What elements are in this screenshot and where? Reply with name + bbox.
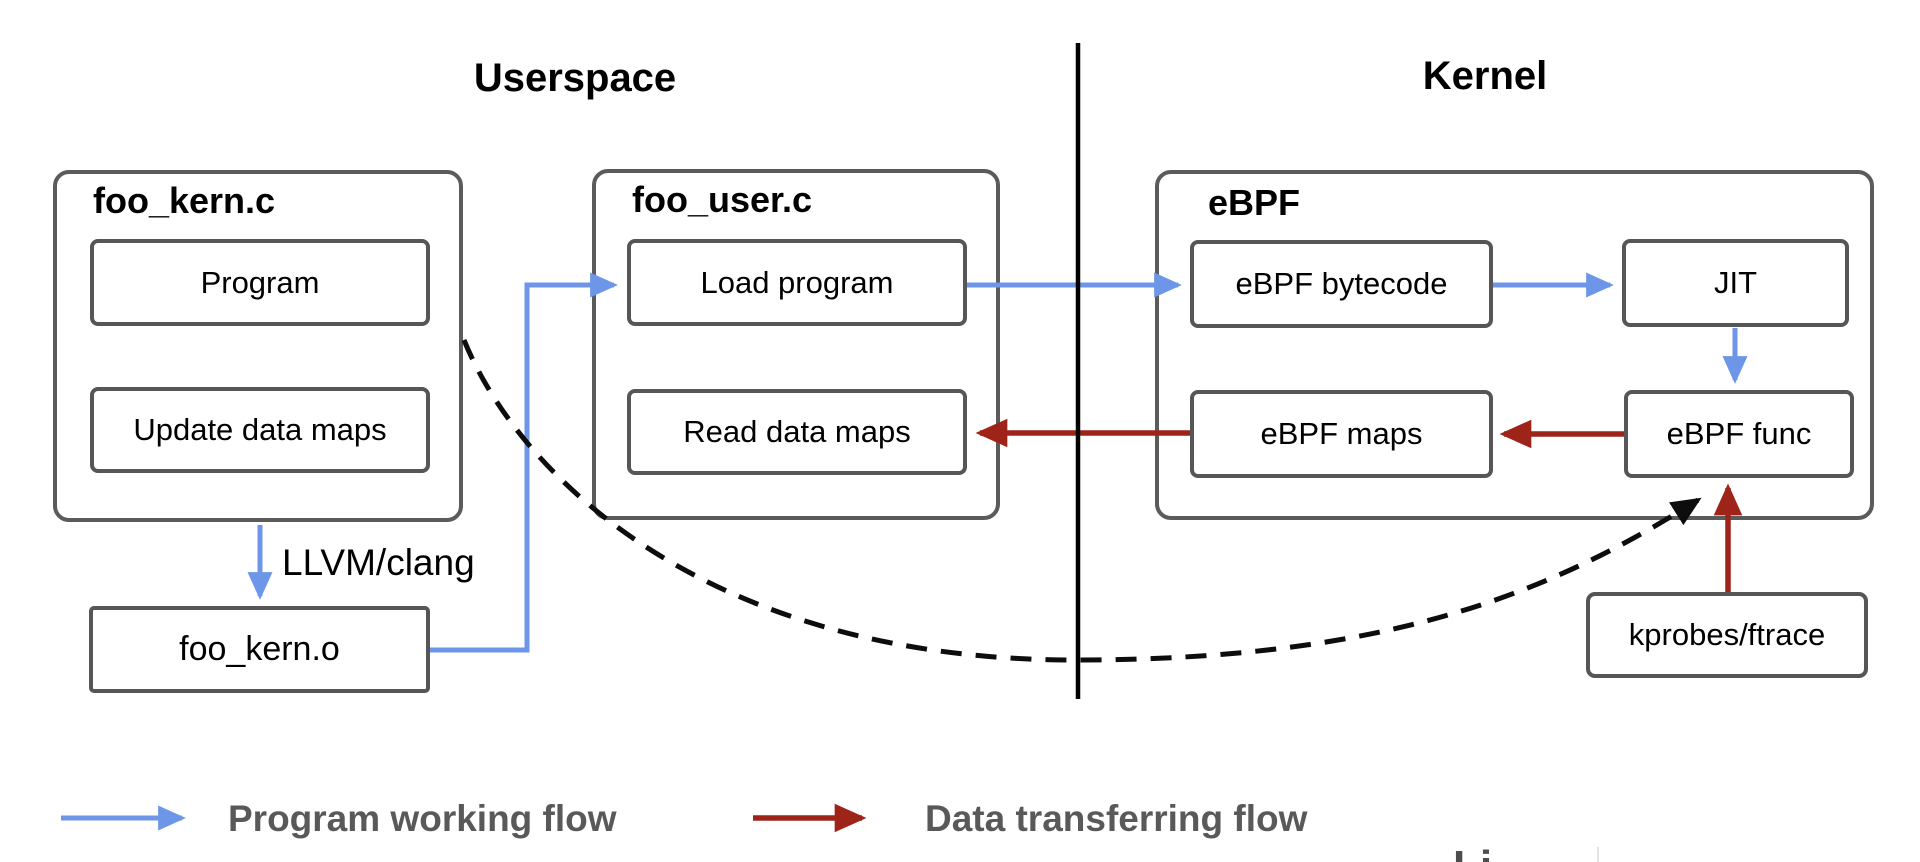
node-ebpf-maps-label: eBPF maps — [1260, 416, 1423, 451]
node-kprobes-ftrace-label: kprobes/ftrace — [1628, 617, 1826, 652]
node-jit: JIT — [1622, 239, 1849, 327]
node-ebpf-bytecode-label: eBPF bytecode — [1235, 266, 1448, 301]
group-ebpf: eBPF eBPF bytecode JIT eBPF maps eBPF fu… — [1155, 170, 1874, 520]
node-program-label: Program — [200, 264, 320, 300]
stray-faint-line — [1597, 847, 1599, 862]
cropped-watermark: Li — [1453, 845, 1573, 862]
node-ebpf-func-label: eBPF func — [1666, 416, 1812, 451]
group-foo-kern-c: foo_kern.c Program Update data maps — [53, 170, 463, 522]
node-foo-kern-o-label: foo_kern.o — [179, 630, 340, 668]
node-update-data-maps-label: Update data maps — [133, 412, 387, 447]
kernel-section-title: Kernel — [1422, 54, 1548, 98]
group-foo-kern-c-title: foo_kern.c — [93, 180, 276, 221]
cropped-watermark-text: Li — [1453, 845, 1573, 862]
node-ebpf-bytecode: eBPF bytecode — [1190, 240, 1493, 328]
node-load-program: Load program — [627, 239, 967, 326]
arrow-fookerno-to-load-program — [430, 272, 618, 653]
legend-program-flow-label: Program working flow — [228, 798, 617, 839]
node-load-program-label: Load program — [700, 264, 894, 300]
userspace-section-title: Userspace — [473, 56, 677, 100]
node-update-data-maps: Update data maps — [90, 387, 430, 473]
group-foo-user-c: foo_user.c Load program Read data maps — [592, 169, 1000, 520]
node-kprobes-ftrace: kprobes/ftrace — [1586, 592, 1868, 678]
group-foo-user-c-title: foo_user.c — [632, 179, 813, 220]
node-ebpf-maps: eBPF maps — [1190, 390, 1493, 478]
legend-data-flow-label: Data transferring flow — [925, 798, 1308, 839]
node-program: Program — [90, 239, 430, 326]
node-read-data-maps-label: Read data maps — [683, 414, 911, 449]
group-ebpf-title: eBPF — [1208, 182, 1301, 223]
node-foo-kern-o: foo_kern.o — [89, 606, 430, 693]
dashed-program-attach-curve — [461, 339, 1702, 663]
compiler-label: LLVM/clang — [282, 542, 475, 583]
node-jit-label: JIT — [1713, 265, 1758, 300]
node-read-data-maps: Read data maps — [627, 389, 967, 475]
node-ebpf-func: eBPF func — [1624, 390, 1854, 478]
